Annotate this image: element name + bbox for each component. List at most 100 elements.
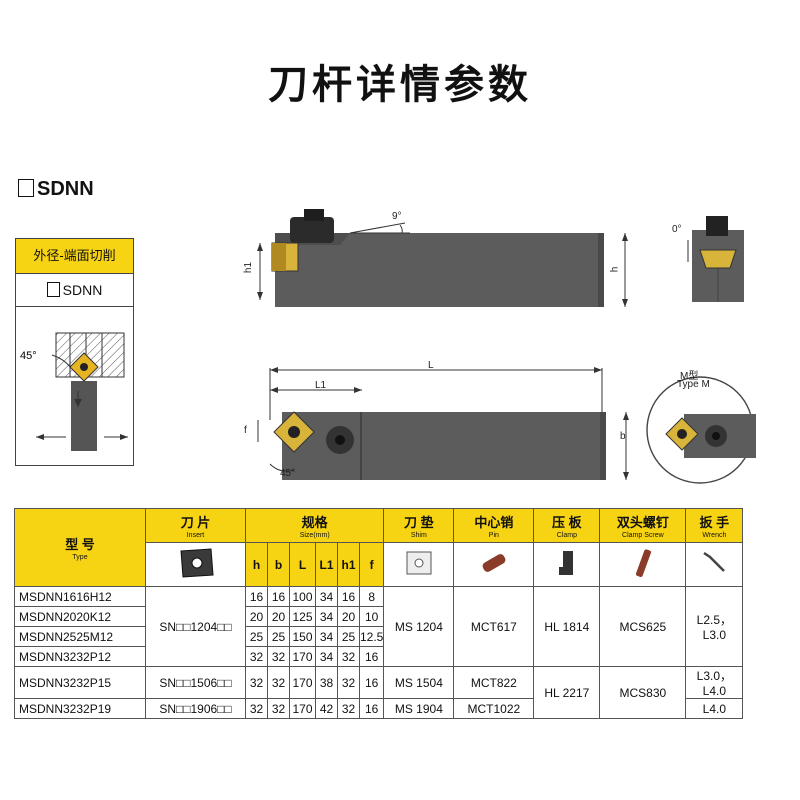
- cell-h1: 32: [337, 646, 360, 667]
- wrench-12: L2.5，L3.0: [685, 586, 744, 667]
- clamp-1519: HL 2217: [533, 666, 601, 719]
- cell-f: 16: [358, 698, 385, 719]
- dim-col-f: f: [358, 542, 385, 587]
- dim-L1: L1: [315, 380, 327, 391]
- cell-h: 20: [245, 606, 268, 627]
- table-row-model: MSDNN3232P19: [14, 698, 146, 719]
- cell-f: 16: [358, 646, 385, 667]
- wrench-19: L4.0: [685, 698, 744, 719]
- cell-h1: 32: [337, 698, 360, 719]
- wrench-15: L3.0，L4.0: [685, 666, 744, 699]
- cell-h: 16: [245, 586, 268, 607]
- cell-L: 170: [289, 698, 316, 719]
- dim-L: L: [428, 360, 434, 371]
- pin-icon: [482, 554, 506, 572]
- dim-col-L1: L1: [315, 542, 338, 587]
- screw-1519: MCS830: [599, 666, 687, 719]
- shim-19: MS 1904: [383, 698, 455, 719]
- dim-h: h: [609, 266, 621, 273]
- page-title: 刀杆详情参数: [268, 62, 532, 108]
- cell-L1: 34: [315, 586, 338, 607]
- dim-col-h: h: [245, 542, 268, 587]
- panel-code-text: SDNN: [62, 282, 103, 298]
- cell-b: 32: [267, 666, 290, 699]
- angle-bottom: 45°: [280, 468, 296, 479]
- cell-h1: 32: [337, 666, 360, 699]
- cell-L: 150: [289, 626, 316, 647]
- cell-h1: 20: [337, 606, 360, 627]
- end-view-drawing: [687, 216, 744, 302]
- plan-view-drawing: [257, 367, 629, 480]
- pin-19: MCT1022: [453, 698, 535, 719]
- clamp-12: HL 1814: [533, 586, 601, 667]
- wrench-image: [685, 542, 744, 587]
- dim-h1: h1: [243, 261, 255, 274]
- type-m-en: Type M: [677, 379, 710, 390]
- clamp-screw-image: [599, 542, 687, 587]
- clamp-image: [533, 542, 601, 587]
- table-row-model: MSDNN3232P12: [14, 646, 146, 667]
- table-row-model: MSDNN2525M12: [14, 626, 146, 647]
- cell-L1: 34: [315, 606, 338, 627]
- shim-12: MS 1204: [383, 586, 455, 667]
- dim-col-h1: h1: [337, 542, 360, 587]
- cell-L1: 42: [315, 698, 338, 719]
- cell-L1: 34: [315, 626, 338, 647]
- angle-side: 0°: [672, 224, 682, 235]
- pin-image: [453, 542, 535, 587]
- cell-b: 32: [267, 646, 290, 667]
- cell-f: 16: [358, 666, 385, 699]
- cell-L: 125: [289, 606, 316, 627]
- insert-15: SN□□1506□□: [145, 666, 246, 699]
- cell-L: 170: [289, 666, 316, 699]
- cell-f: 8: [358, 586, 385, 607]
- cell-L1: 34: [315, 646, 338, 667]
- wrench-icon: [703, 551, 726, 572]
- cell-h1: 16: [337, 586, 360, 607]
- cell-f: 12.5: [358, 626, 385, 647]
- type-m-cn: M型: [680, 371, 699, 382]
- function-label: 外径-端面切削: [16, 239, 133, 274]
- dim-f: f: [244, 425, 247, 436]
- checkbox-square-icon: [46, 282, 60, 297]
- cutting-diagram-icon: 45°: [20, 332, 128, 451]
- dim-col-L: L: [289, 542, 316, 587]
- screw-12: MCS625: [599, 586, 687, 667]
- insert-12: SN□□1204□□: [145, 586, 246, 667]
- dim-col-b: b: [267, 542, 290, 587]
- pin-12: MCT617: [453, 586, 535, 667]
- cell-f: 10: [358, 606, 385, 627]
- table-row-model: MSDNN1616H12: [14, 586, 146, 607]
- panel-angle-label: 45°: [20, 350, 37, 362]
- checkbox-square-icon: [18, 179, 34, 197]
- top-view-drawing: [257, 209, 628, 307]
- table-row-model: MSDNN2020K12: [14, 606, 146, 627]
- table-row-model: MSDNN3232P15: [14, 666, 146, 699]
- cell-h1: 25: [337, 626, 360, 647]
- panel-code: SDNN: [16, 274, 133, 307]
- series-code: SDNN: [37, 178, 94, 200]
- cell-h: 32: [245, 666, 268, 699]
- cell-L: 100: [289, 586, 316, 607]
- insert-icon: [179, 548, 214, 578]
- cell-L: 170: [289, 646, 316, 667]
- cell-h: 32: [245, 698, 268, 719]
- dim-b: b: [620, 431, 626, 442]
- cell-b: 16: [267, 586, 290, 607]
- cell-b: 32: [267, 698, 290, 719]
- cell-b: 25: [267, 626, 290, 647]
- shim-15: MS 1504: [383, 666, 455, 699]
- pin-15: MCT822: [453, 666, 535, 699]
- application-panel: 外径-端面切削 SDNN 45°: [15, 238, 134, 466]
- cell-h: 32: [245, 646, 268, 667]
- shim-image: [383, 542, 455, 587]
- cell-b: 20: [267, 606, 290, 627]
